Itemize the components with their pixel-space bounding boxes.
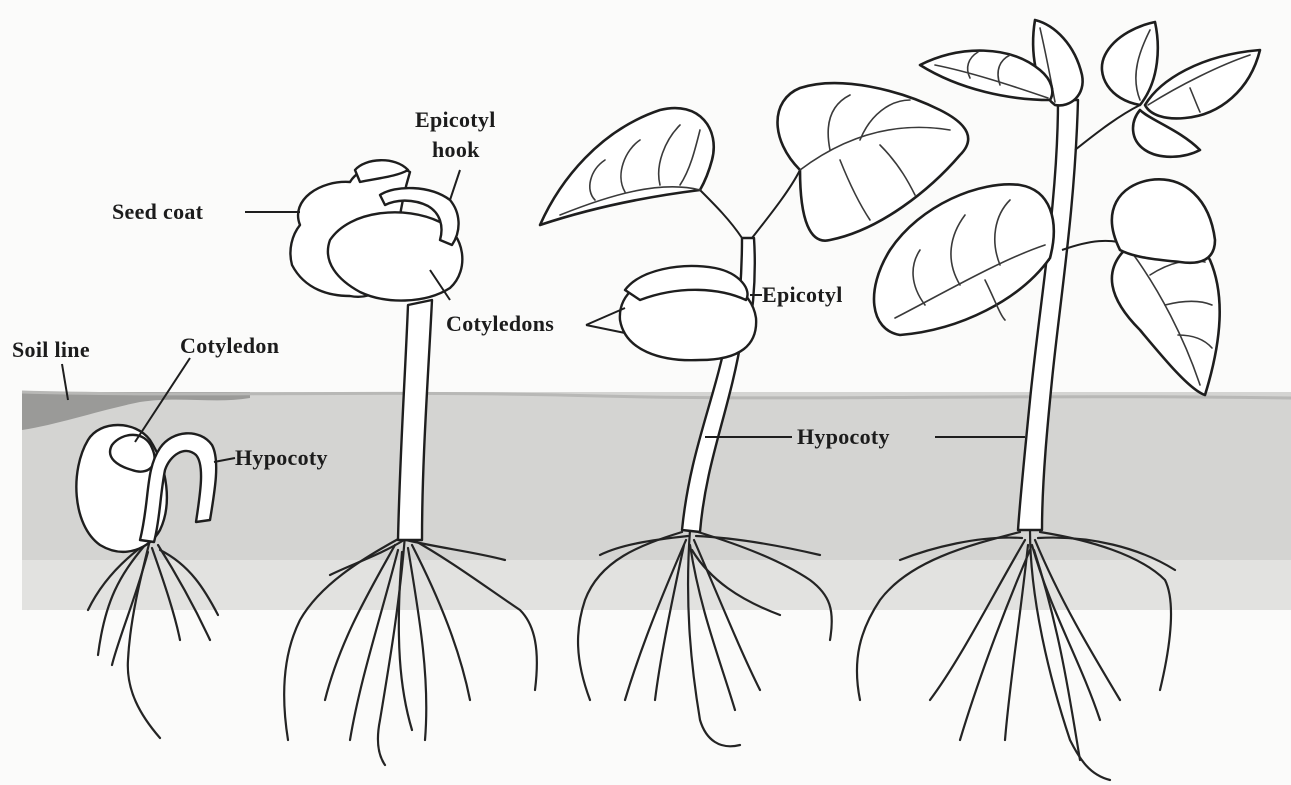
stage-3-right-petiole (752, 170, 800, 238)
stage-4-leaf-top-right-1 (1102, 22, 1158, 105)
label-epicotyl-hook-line2: hook (432, 137, 480, 162)
leader-cotyledons-lower-2 (586, 325, 625, 333)
stage-4-branch-upper-right (1075, 105, 1140, 150)
label-cotyledons: Cotyledons (446, 311, 554, 336)
label-cotyledon: Cotyledon (180, 333, 279, 358)
label-seed-coat: Seed coat (112, 199, 204, 224)
stage-3-left-petiole (700, 190, 742, 238)
stage-4-leaf-top-right-2 (1145, 50, 1260, 118)
stage-3-leaf-left (540, 108, 714, 225)
label-hypocoty-stage1: Hypocoty (235, 445, 328, 470)
label-epicotyl: Epicotyl (762, 282, 843, 307)
stage-4-leaf-right-lower (1112, 179, 1215, 262)
label-hypocoty-shared: Hypocoty (797, 424, 890, 449)
label-soil-line: Soil line (12, 337, 90, 362)
leader-epicotyl-hook (450, 170, 460, 200)
label-epicotyl-hook-line1: Epicotyl (415, 107, 496, 132)
